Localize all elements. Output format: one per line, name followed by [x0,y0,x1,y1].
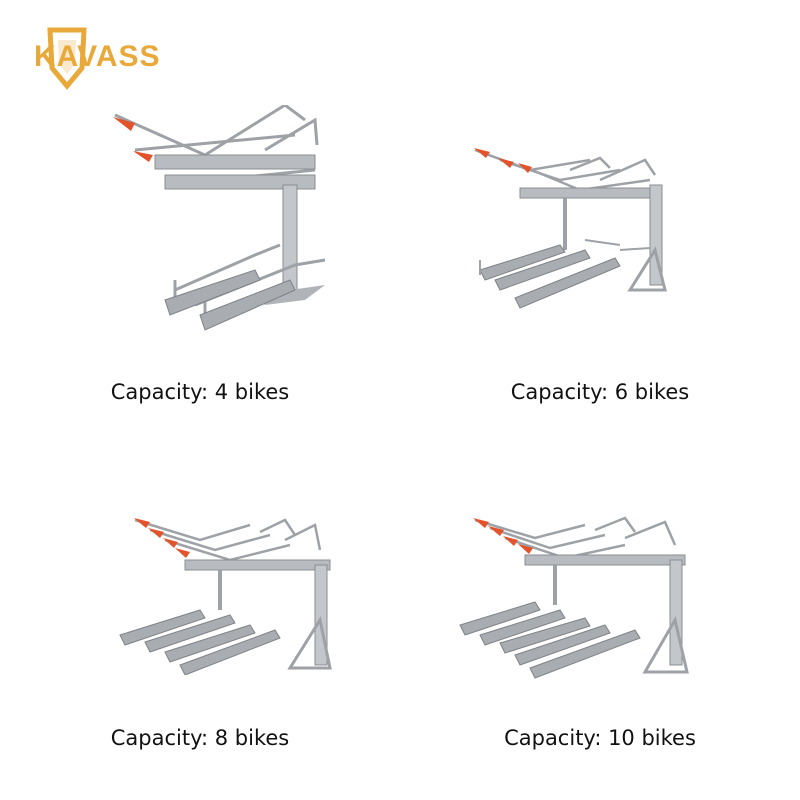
shield-icon [47,27,87,90]
brand-name: KAVASS [34,40,161,73]
capacity-label: Capacity: 10 bikes [504,726,696,750]
capacity-label: Capacity: 4 bikes [110,380,290,404]
brand-logo [47,27,87,90]
capacity-label: Capacity: 6 bikes [510,380,690,404]
capacity-label: Capacity: 8 bikes [110,726,290,750]
bike-rack-image [119,518,332,675]
product-card-6-bikes: Capacity: 6 bikes [400,0,800,404]
product-card-8-bikes: Capacity: 8 bikes [0,400,400,800]
bike-rack-image [459,516,689,679]
bike-rack-image [474,148,667,309]
product-card-10-bikes: Capacity: 10 bikes [400,400,800,800]
bike-rack-image [113,105,326,331]
product-card-4-bikes: Capacity: 4 bikes [0,0,400,404]
